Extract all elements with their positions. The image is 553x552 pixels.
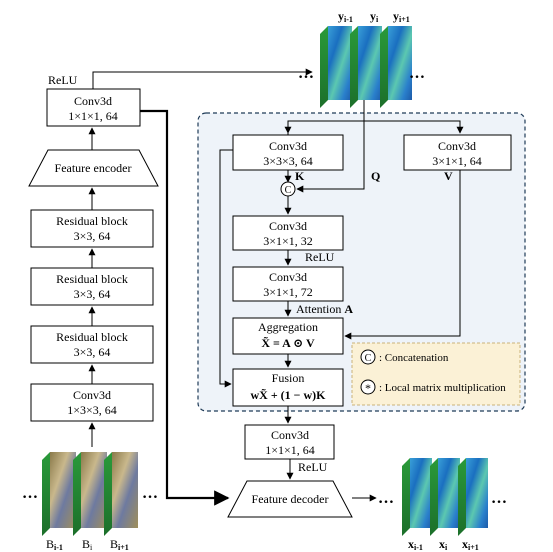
left-conv-top-line2: 1×1×1, 64: [68, 109, 118, 123]
left-conv-top-box: [46, 88, 141, 127]
input-label-b-im1: Bi-1: [46, 537, 63, 552]
left-relu-label: ReLU: [48, 73, 78, 87]
conv-72-box: [232, 266, 344, 302]
legend-local-icon: [360, 379, 376, 395]
k-skip-line: [219, 149, 233, 388]
q-label: Q: [371, 169, 380, 183]
attention-a-label: Attention A: [296, 302, 353, 316]
arrow-relu-to-outputs: [92, 68, 313, 89]
res-block-3-box: [30, 325, 154, 364]
q-line: [296, 100, 365, 193]
feature-decoder-label: Feature decoder: [252, 492, 329, 506]
v-line: [344, 170, 461, 340]
top-label-y-ip1: yi+1: [393, 9, 410, 24]
decoder-conv-line2: 1×1×1, 64: [265, 443, 315, 457]
input-label-b-ip1: Bi+1: [110, 537, 129, 552]
attn-relu-label: ReLU: [305, 250, 335, 264]
left-conv-bottom-line2: 1×3×3, 64: [67, 403, 117, 417]
res-block-3-line2: 3×3, 64: [74, 345, 111, 359]
top-outputs-ellipsis-right: …: [409, 65, 425, 82]
legend-concat-icon: [360, 349, 376, 365]
output-label-x-im1: xi-1: [408, 537, 423, 552]
res-block-2-line2: 3×3, 64: [74, 287, 111, 301]
conv-72-line2: 3×1×1, 72: [263, 285, 313, 299]
outputs-ellipsis-right: …: [491, 490, 507, 507]
top-outputs-ellipsis-left: …: [298, 65, 314, 82]
k-label: K: [295, 169, 305, 183]
legend-local-text: : Local matrix multiplication: [379, 382, 506, 394]
conv-32-box: [232, 215, 344, 251]
conv-32-line2: 3×1×1, 32: [263, 234, 313, 248]
res-block-1-line1: Residual block: [56, 214, 128, 228]
output-frames: [402, 458, 488, 536]
res-block-2-line1: Residual block: [56, 272, 128, 286]
fusion-box: [232, 368, 344, 407]
outputs-ellipsis-left: …: [378, 490, 394, 507]
conv-k-box: [232, 134, 344, 171]
feature-encoder-label: Feature encoder: [55, 161, 132, 175]
res-block-1-line2: 3×3, 64: [74, 229, 111, 243]
input-label-b-i: Bi: [82, 537, 93, 552]
res-block-3-line1: Residual block: [56, 330, 128, 344]
input-frames: [42, 452, 138, 536]
fusion-line1: Fusion: [272, 371, 305, 385]
conv-v-line2: 3×1×1, 64: [432, 154, 482, 168]
v-label: V: [444, 169, 453, 183]
decoder-conv-box: [244, 424, 335, 460]
conv-v-line1: Conv3d: [438, 139, 476, 153]
aggregation-line1: Aggregation: [258, 320, 318, 334]
aggregation-line2: X̃ = A ⊙ V: [261, 336, 315, 350]
top-label-y-im1: yi-1: [338, 9, 353, 24]
decoder-relu-label: ReLU: [298, 460, 328, 474]
conv-72-line1: Conv3d: [269, 270, 307, 284]
inputs-ellipsis-right: …: [142, 485, 158, 502]
conv-32-line1: Conv3d: [269, 219, 307, 233]
top-label-y-i: yi: [370, 9, 379, 24]
conv-k-line1: Conv3d: [269, 139, 307, 153]
skip-to-decoder: [140, 109, 230, 506]
legend-local-symbol: *: [365, 381, 371, 395]
legend-concat-text: : Concatenation: [379, 352, 449, 364]
concat-symbol: C: [285, 185, 292, 196]
feature-encoder-shape: [28, 149, 159, 187]
legend-box: [351, 342, 521, 406]
output-label-x-ip1: xi+1: [462, 537, 479, 552]
feature-decoder-shape: [227, 480, 353, 518]
decoder-conv-line1: Conv3d: [271, 428, 309, 442]
output-label-x-i: xi: [439, 537, 448, 552]
inputs-ellipsis-left: …: [22, 485, 38, 502]
res-block-1-box: [30, 209, 154, 248]
conv-v-box: [403, 134, 512, 171]
left-conv-top-line1: Conv3d: [74, 94, 112, 108]
fusion-line2: wX̃ + (1 − w)K: [251, 388, 327, 402]
res-block-2-box: [30, 267, 154, 306]
left-conv-bottom-box: [30, 383, 154, 422]
conv-k-line2: 3×3×3, 64: [263, 154, 313, 168]
left-conv-bottom-line1: Conv3d: [73, 388, 111, 402]
legend-concat-symbol: C: [365, 353, 372, 364]
top-output-frames: [320, 26, 412, 108]
